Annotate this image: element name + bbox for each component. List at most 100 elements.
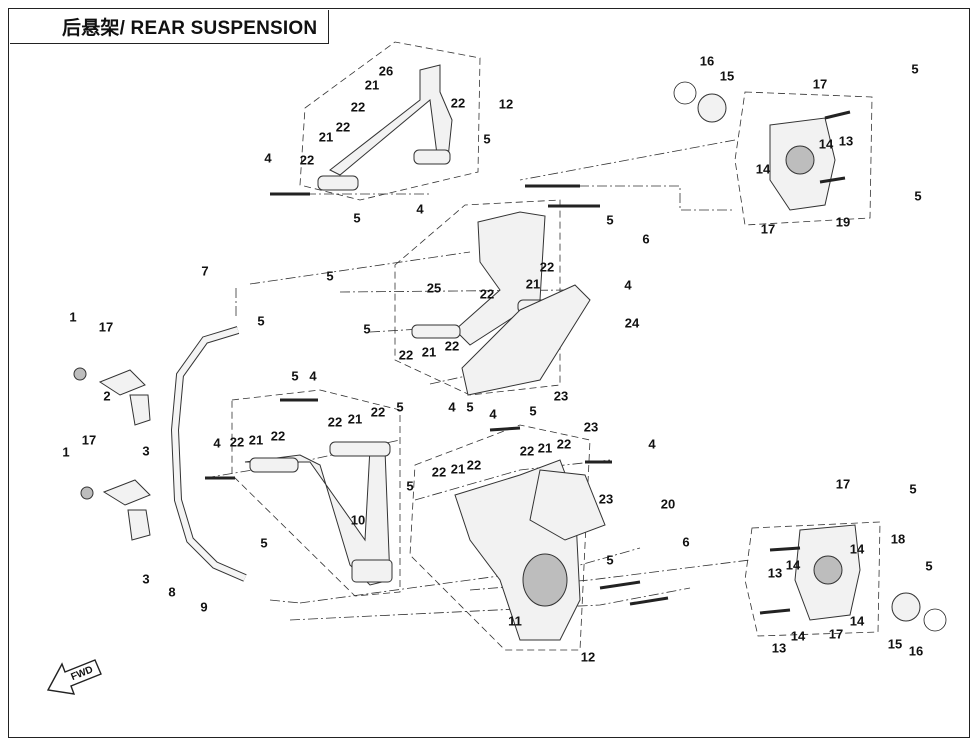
callout-20: 20 <box>661 496 675 511</box>
callout-5: 5 <box>257 313 264 328</box>
stabilizer-brackets <box>73 367 151 541</box>
callout-23: 23 <box>599 491 613 506</box>
callout-5: 5 <box>914 188 921 203</box>
callout-4: 4 <box>624 277 632 292</box>
callout-5: 5 <box>925 558 932 573</box>
upper-knuckle <box>769 117 836 211</box>
callout-5: 5 <box>326 268 333 283</box>
assembly-boundaries <box>231 41 881 651</box>
callout-22: 22 <box>432 464 446 479</box>
callout-17: 17 <box>813 76 827 91</box>
callout-5: 5 <box>353 210 360 225</box>
callout-14: 14 <box>850 541 865 556</box>
callout-5: 5 <box>363 321 370 336</box>
callout-12: 12 <box>499 96 513 111</box>
callout-16: 16 <box>700 53 714 68</box>
callout-21: 21 <box>249 432 263 447</box>
callout-17: 17 <box>82 432 96 447</box>
callout-24: 24 <box>625 315 640 330</box>
title-box: 后悬架/ REAR SUSPENSION <box>10 10 329 44</box>
callout-17: 17 <box>99 319 113 334</box>
callout-22: 22 <box>467 457 481 472</box>
callout-4: 4 <box>416 201 424 216</box>
callout-22: 22 <box>540 259 554 274</box>
callout-22: 22 <box>451 95 465 110</box>
callout-1: 1 <box>69 309 76 324</box>
callout-3: 3 <box>142 443 149 458</box>
callout-13: 13 <box>772 640 786 655</box>
trailing-arm <box>454 459 606 641</box>
callout-15: 15 <box>888 636 902 651</box>
callout-14: 14 <box>819 136 834 151</box>
callout-4: 4 <box>213 435 221 450</box>
callout-17: 17 <box>761 221 775 236</box>
callout-5: 5 <box>606 212 613 227</box>
callout-22: 22 <box>300 152 314 167</box>
callout-11: 11 <box>508 613 522 628</box>
callout-22: 22 <box>271 428 285 443</box>
callout-12: 12 <box>581 649 595 664</box>
callout-13: 13 <box>768 565 782 580</box>
callout-22: 22 <box>328 414 342 429</box>
callout-22: 22 <box>371 404 385 419</box>
callout-22: 22 <box>399 347 413 362</box>
callout-5: 5 <box>529 403 536 418</box>
callout-14: 14 <box>786 557 801 572</box>
callout-21: 21 <box>365 77 379 92</box>
sway-bar <box>170 326 247 582</box>
callout-4: 4 <box>648 436 656 451</box>
callout-25: 25 <box>427 280 441 295</box>
diagram-frame <box>8 8 970 738</box>
callout-4: 4 <box>309 368 317 383</box>
callout-13: 13 <box>839 133 853 148</box>
fwd-arrow: FWD <box>46 659 102 695</box>
callout-6: 6 <box>682 534 689 549</box>
upper-a-arm-top <box>317 64 453 191</box>
callout-4: 4 <box>264 150 272 165</box>
callout-1: 1 <box>62 444 69 459</box>
callout-5: 5 <box>396 399 403 414</box>
callout-19: 19 <box>836 214 850 229</box>
callout-18: 18 <box>891 531 905 546</box>
callout-23: 23 <box>554 388 568 403</box>
callout-21: 21 <box>451 461 465 476</box>
callout-22: 22 <box>480 286 494 301</box>
callout-14: 14 <box>756 161 771 176</box>
callout-21: 21 <box>526 276 540 291</box>
callout-22: 22 <box>336 119 350 134</box>
upper-a-arm-mid <box>411 211 591 396</box>
callout-23: 23 <box>584 419 598 434</box>
callout-5: 5 <box>406 478 413 493</box>
callout-22: 22 <box>557 436 571 451</box>
callout-numbers: 26 21 22 22 21 22 22 5 4 5 4 12 16 15 17… <box>62 53 932 664</box>
callout-6: 6 <box>642 231 649 246</box>
lower-knuckle <box>794 524 861 621</box>
callout-21: 21 <box>422 344 436 359</box>
callout-22: 22 <box>445 338 459 353</box>
bolts <box>205 110 851 615</box>
page-title: 后悬架/ REAR SUSPENSION <box>62 18 318 39</box>
callout-26: 26 <box>379 63 393 78</box>
callout-17: 17 <box>829 626 843 641</box>
callout-3: 3 <box>142 571 149 586</box>
callout-15: 15 <box>720 68 734 83</box>
callout-2: 2 <box>103 388 110 403</box>
callout-17: 17 <box>836 476 850 491</box>
callout-22: 22 <box>351 99 365 114</box>
callout-5: 5 <box>260 535 267 550</box>
callout-5: 5 <box>911 61 918 76</box>
callout-7: 7 <box>201 263 208 278</box>
callout-8: 8 <box>168 584 175 599</box>
callout-5: 5 <box>909 481 916 496</box>
callout-22: 22 <box>520 443 534 458</box>
callout-4: 4 <box>489 406 497 421</box>
callout-21: 21 <box>348 411 362 426</box>
callout-5: 5 <box>466 399 473 414</box>
lower-a-arm <box>244 441 393 586</box>
callout-5: 5 <box>291 368 298 383</box>
callout-21: 21 <box>538 440 552 455</box>
callout-21: 21 <box>319 129 333 144</box>
bearings <box>673 81 947 632</box>
callout-16: 16 <box>909 643 923 658</box>
